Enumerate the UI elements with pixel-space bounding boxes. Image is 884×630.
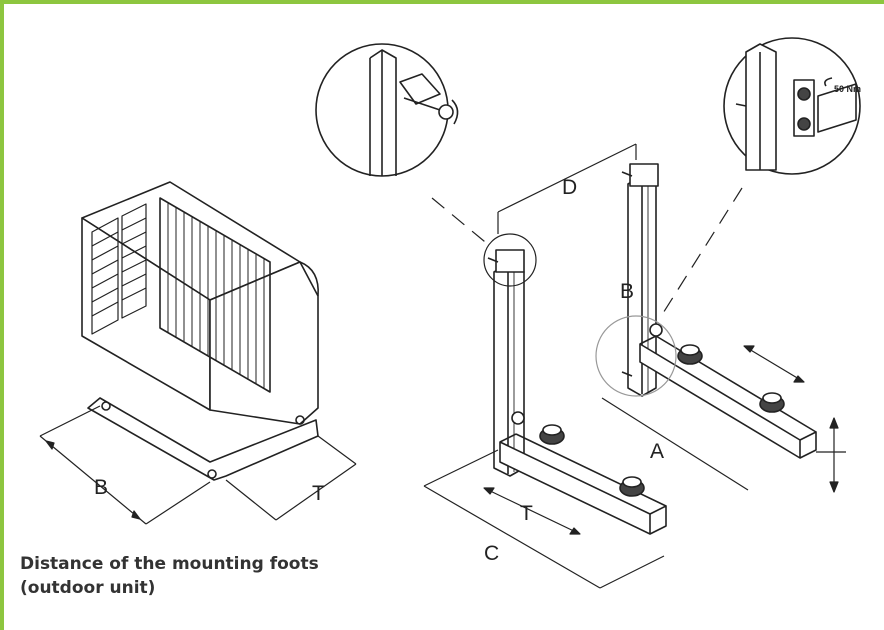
label-c: C [484,542,499,565]
figure-caption: Distance of the mounting foots (outdoor … [20,552,319,600]
label-a: A [650,440,664,463]
label-bracket-b: B [620,280,634,303]
wall-bracket-right [621,163,817,459]
caption-line-2: (outdoor unit) [20,578,156,598]
dimension-bracket-t [483,487,581,535]
label-unit-b: B [94,476,108,499]
label-d: D [562,176,577,199]
detail-marker-top [483,233,537,287]
wall-bracket-left [487,249,667,535]
dimension-d [497,143,637,234]
rubber-damper [677,344,785,413]
adjust-arrows [743,345,846,493]
detail-marker-corner [595,315,677,397]
label-unit-t: T [312,482,325,505]
caption-line-1: Distance of the mounting foots [20,554,319,574]
dimension-unit-b [39,405,211,525]
rubber-damper [539,424,645,497]
label-bracket-t: T [520,502,533,525]
fan-grille [159,197,271,393]
dimension-unit-t [225,435,357,521]
leader-lines [431,187,743,319]
base-plate [87,397,319,481]
detail-view-bolts [723,37,861,175]
dimension-c [423,449,665,589]
detail-view-clamp [315,43,459,177]
outdoor-unit-drawing [39,181,357,525]
dimension-a [601,397,749,491]
vent-grille [91,203,147,335]
label-torque: 50 Nm [834,84,861,94]
